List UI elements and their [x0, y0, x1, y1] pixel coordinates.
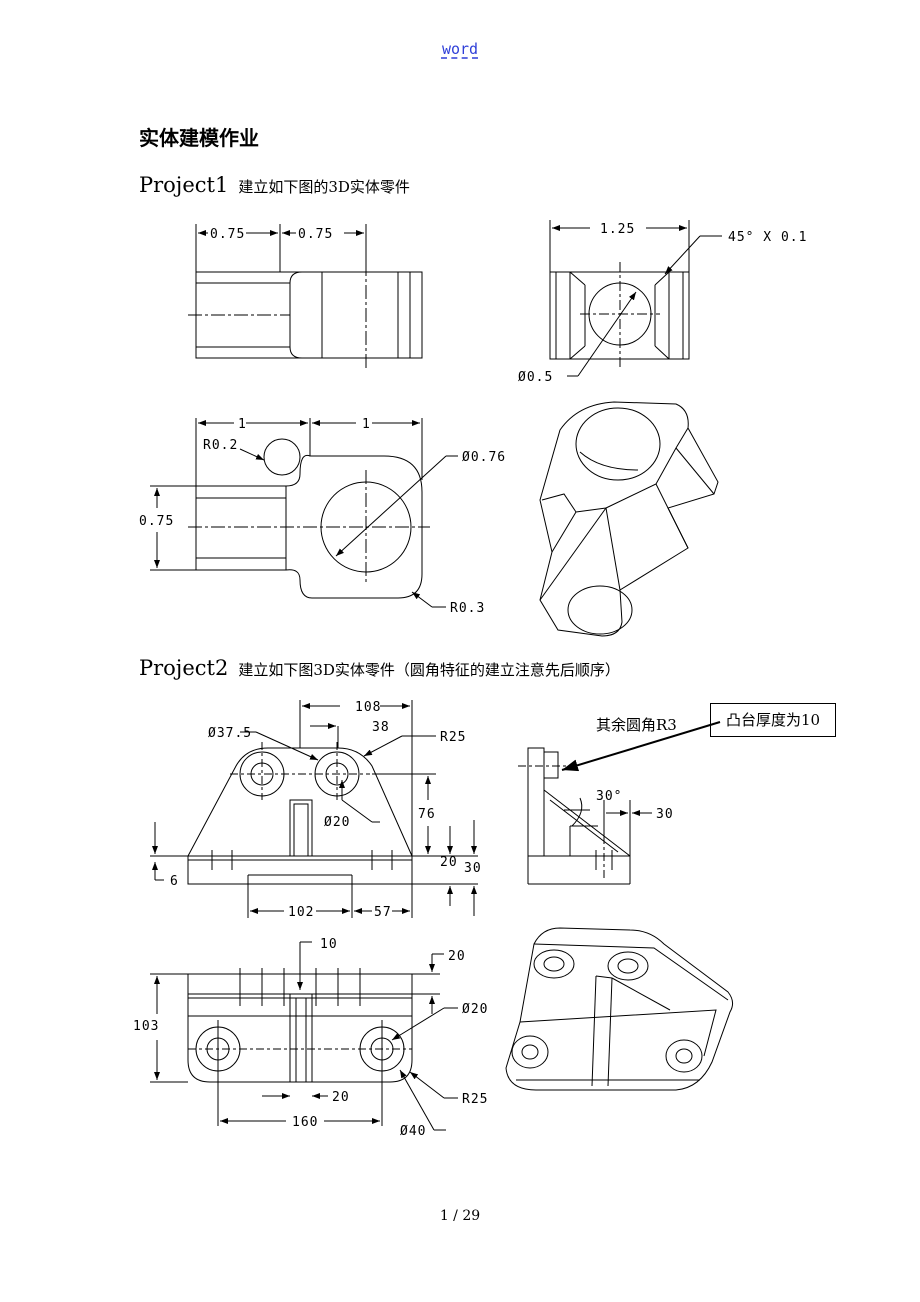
- p2-dim-r25-a: R25: [440, 730, 466, 745]
- p2-dim-r25-b: R25: [462, 1092, 488, 1107]
- p1-top-view: [150, 418, 458, 608]
- p1-dim-125: 1.25: [600, 222, 635, 237]
- p2-dim-30-a: 30: [464, 861, 482, 876]
- p2-top-view: [150, 941, 458, 1131]
- p2-dim-108: 108: [355, 700, 381, 715]
- p2-dim-6: 6: [170, 874, 179, 889]
- p2-dim-30-b: 30: [656, 807, 674, 822]
- p1-dim-height: 0.75: [139, 514, 174, 529]
- p2-dim-dia20-b: Ø20: [462, 1002, 488, 1017]
- document-title: 实体建模作业: [139, 126, 259, 150]
- p2-dim-76: 76: [418, 807, 436, 822]
- project2-description: 建立如下图3D实体零件（圆角特征的建立注意先后顺序）: [238, 661, 620, 679]
- p1-dim-075-b: 0.75: [298, 227, 333, 242]
- p1-dim-chamfer: 45° X 0.1: [728, 230, 807, 245]
- project2-label: Project2: [139, 656, 229, 680]
- p2-dim-dia375: Ø37.5: [208, 726, 252, 741]
- project1-description: 建立如下图的3D实体零件: [238, 178, 410, 196]
- p2-front-view: [150, 700, 478, 918]
- p1-dim-r02: R0.2: [203, 438, 238, 453]
- p2-dim-103: 103: [133, 1019, 159, 1034]
- p2-dim-38: 38: [372, 720, 390, 735]
- p1-front-view: [188, 224, 423, 368]
- project1-heading: Project1 建立如下图的3D实体零件: [139, 173, 410, 197]
- p2-side-view: [518, 721, 721, 885]
- p1-isometric-view: [539, 401, 719, 637]
- p2-dim-160: 160: [292, 1115, 318, 1130]
- boss-thickness-note: 凸台厚度为10: [710, 703, 836, 737]
- p2-isometric-view: [505, 927, 734, 1091]
- p2-dim-angle30: 30°: [596, 789, 622, 804]
- p1-dim-1-a: 1: [238, 417, 247, 432]
- header-word-link[interactable]: word: [441, 40, 479, 58]
- p1-dim-dia076: Ø0.76: [462, 450, 506, 465]
- p1-dim-075-a: 0.75: [210, 227, 245, 242]
- p2-dim-57: 57: [374, 905, 392, 920]
- p2-dim-20-b: 20: [440, 855, 458, 870]
- p2-dim-102: 102: [288, 905, 314, 920]
- page-number: 1 / 29: [439, 1208, 481, 1224]
- p1-dim-hole-dia: Ø0.5: [518, 370, 553, 385]
- project2-heading: Project2 建立如下图3D实体零件（圆角特征的建立注意先后顺序）: [139, 656, 620, 680]
- p2-dim-dia40: Ø40: [400, 1124, 426, 1139]
- other-fillet-note: 其余圆角R3: [596, 716, 677, 734]
- p2-dim-20-c: 20: [448, 949, 466, 964]
- p2-dim-20-e: 20: [332, 1090, 350, 1105]
- p1-dim-r03: R0.3: [450, 601, 485, 616]
- p1-side-view: [549, 220, 722, 377]
- p1-dim-1-b: 1: [362, 417, 371, 432]
- p2-dim-dia20-a: Ø20: [324, 815, 350, 830]
- project1-label: Project1: [139, 173, 229, 197]
- p2-dim-10: 10: [320, 937, 338, 952]
